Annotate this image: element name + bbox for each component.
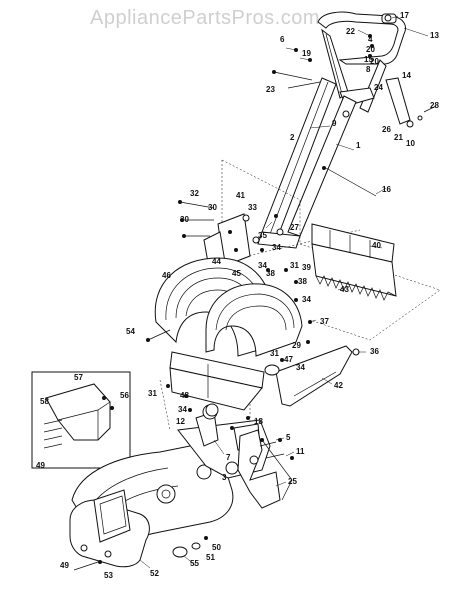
callout-34-d: 34 (296, 363, 305, 372)
callout-31-c: 31 (148, 389, 157, 398)
callout-20-b: 20 (370, 57, 379, 66)
callout-34-e: 34 (178, 405, 187, 414)
callout-31: 31 (290, 261, 299, 270)
callout-19: 19 (302, 49, 311, 58)
callout-38-b: 38 (298, 277, 307, 286)
callout-50: 50 (212, 543, 221, 552)
callout-33: 33 (248, 203, 257, 212)
callout-20: 20 (366, 45, 375, 54)
tine-assembly-part (237, 429, 294, 509)
callout-4: 4 (368, 35, 373, 44)
callout-52: 52 (150, 569, 159, 578)
callout-55: 55 (190, 559, 199, 568)
callout-2: 2 (290, 133, 295, 142)
callout-34-b: 34 (258, 261, 267, 270)
callout-3: 3 (222, 473, 227, 482)
callout-8: 8 (366, 65, 371, 74)
right-tine-shield-part (205, 283, 303, 357)
callout-39: 39 (302, 263, 311, 272)
callout-34-c: 34 (302, 295, 311, 304)
callout-18: 18 (254, 417, 263, 426)
callout-51: 51 (206, 553, 215, 562)
shield-hardware (146, 268, 312, 412)
callout-11: 11 (296, 447, 305, 456)
callout-34: 34 (272, 243, 281, 252)
callout-14: 14 (402, 71, 411, 80)
handle-hardware (272, 34, 437, 236)
callout-9: 9 (332, 119, 337, 128)
callout-45: 45 (232, 269, 241, 278)
callout-43: 43 (340, 285, 349, 294)
callout-29: 29 (292, 341, 301, 350)
callout-58: 58 (40, 397, 49, 406)
callout-23: 23 (266, 85, 275, 94)
callout-16: 16 (382, 185, 391, 194)
callout-46: 46 (162, 271, 171, 280)
callout-6: 6 (280, 35, 285, 44)
callout-labels: 17 13 22 4 20 15 20 8 6 19 14 23 24 28 9… (36, 11, 439, 580)
side-deflector-part (264, 345, 360, 407)
callout-27: 27 (290, 223, 299, 232)
callout-47: 47 (284, 355, 293, 364)
callout-31-b: 31 (270, 349, 279, 358)
callout-48: 48 (180, 391, 189, 400)
callout-30: 30 (208, 203, 217, 212)
callout-1: 1 (356, 141, 361, 150)
front-guard-part (69, 489, 150, 568)
callout-41: 41 (236, 191, 245, 200)
callout-36: 36 (370, 347, 379, 356)
callout-38: 38 (266, 269, 275, 278)
drag-bar-part (311, 223, 397, 301)
callout-26: 26 (382, 125, 391, 134)
inset-detail-box (31, 371, 131, 469)
handlebar-part (317, 11, 406, 65)
callout-57: 57 (74, 373, 83, 382)
callout-30-b: 30 (180, 215, 189, 224)
callout-7: 7 (226, 453, 231, 462)
callout-12: 12 (176, 417, 185, 426)
callout-44: 44 (212, 257, 221, 266)
callout-54: 54 (126, 327, 135, 336)
callout-10: 10 (406, 139, 415, 148)
callout-22: 22 (346, 27, 355, 36)
callout-49-b: 49 (60, 561, 69, 570)
callout-32: 32 (190, 189, 199, 198)
callout-28: 28 (430, 101, 439, 110)
callout-24: 24 (374, 83, 383, 92)
shield-flap-part (169, 351, 265, 411)
callout-5: 5 (286, 433, 291, 442)
callout-37: 37 (320, 317, 329, 326)
callout-25: 25 (288, 477, 297, 486)
bottom-hardware (73, 403, 285, 571)
callout-35: 35 (258, 231, 267, 240)
callout-21: 21 (394, 133, 403, 142)
watermark-text: AppliancePartsPros.com (90, 7, 320, 29)
lower-handle-tube-part (257, 77, 357, 249)
callout-56: 56 (120, 391, 129, 400)
callout-49: 49 (36, 461, 45, 470)
callout-13: 13 (430, 31, 439, 40)
callout-40: 40 (372, 241, 381, 250)
callout-17: 17 (400, 11, 409, 20)
callout-15: 15 (364, 55, 373, 64)
callout-42: 42 (334, 381, 343, 390)
leader-lines (139, 15, 429, 569)
callout-53: 53 (104, 571, 113, 580)
